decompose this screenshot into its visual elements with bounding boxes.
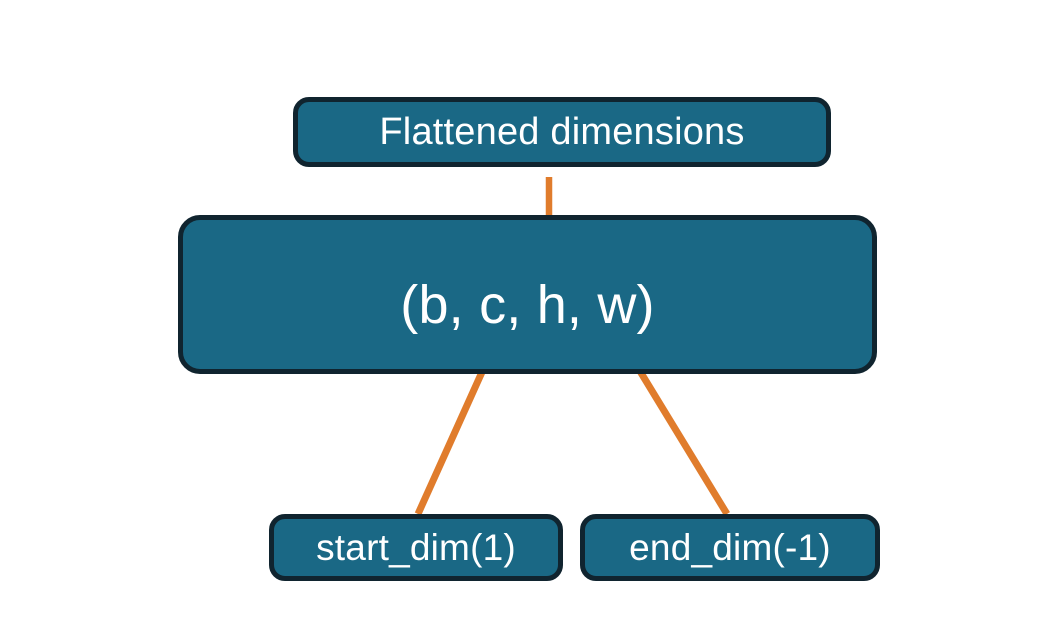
end-dim-label: end_dim(-1) (629, 527, 831, 568)
flattened-dimensions-label: Flattened dimensions (379, 111, 745, 153)
end-dim-box[interactable]: end_dim(-1) (580, 514, 880, 581)
tensor-shape-box[interactable]: (b, c, h, w) (178, 215, 877, 374)
start-dim-label: start_dim(1) (316, 527, 516, 568)
flattened-dimensions-box[interactable]: Flattened dimensions (293, 97, 831, 167)
tensor-shape-label: (b, c, h, w) (400, 275, 655, 335)
start-dim-box[interactable]: start_dim(1) (269, 514, 563, 581)
